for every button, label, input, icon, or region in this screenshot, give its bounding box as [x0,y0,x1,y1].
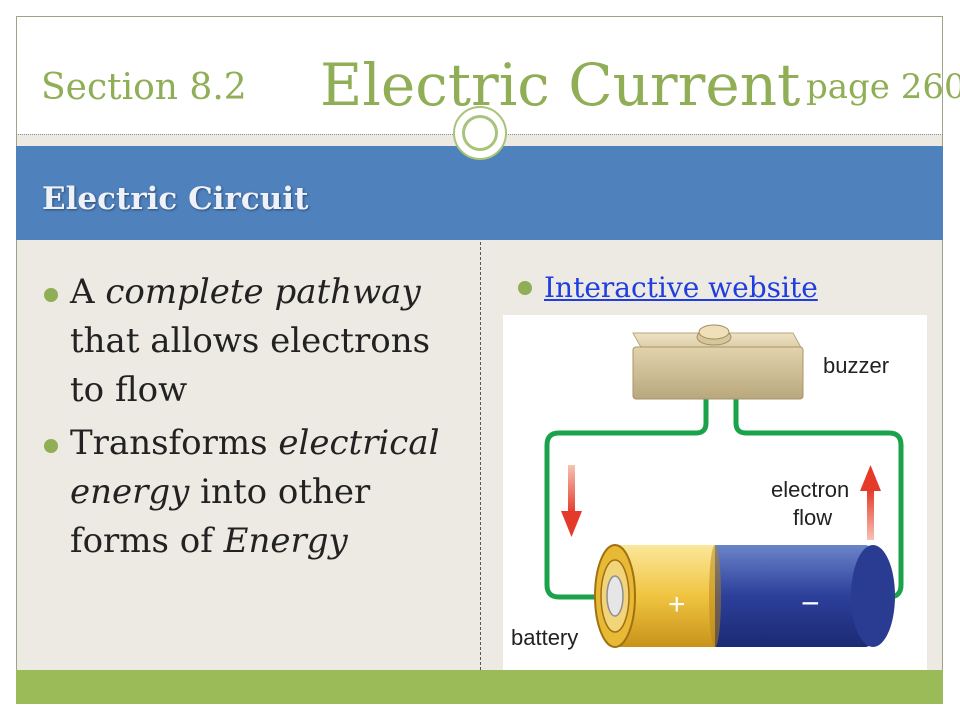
bullet-item-pathway: A complete pathway that allows electrons… [44,268,472,415]
battery-minus-label: − [801,585,820,621]
wire [733,397,904,600]
bullet-item-transforms: Transforms electrical energy into other … [44,419,472,566]
footer-band [16,670,943,704]
subtitle-band: Electric Circuit [16,146,943,240]
circle-ornament-icon [453,106,507,160]
interactive-website-link[interactable]: Interactive website [544,271,818,304]
circuit-svg: buzzer electron flow + − battery [511,324,904,650]
electron-flow-down-arrow-icon [561,465,582,537]
column-divider [480,242,481,670]
battery-label: battery [511,625,578,650]
electron-flow-label-line1: electron [771,477,849,502]
electron-flow-up-arrow-icon [860,465,881,540]
band-title: Electric Circuit [42,181,309,217]
page-reference: page 260 [806,67,960,107]
bullet-dot-icon [518,281,532,295]
bullet-text: Transforms electrical energy into other … [70,423,440,561]
right-bullet-list: Interactive website [518,268,818,308]
slide-title: Electric Current [320,51,801,119]
circuit-diagram: buzzer electron flow + − battery [503,315,927,690]
electron-flow-label-line2: flow [793,505,832,530]
section-label: Section 8.2 [41,67,247,108]
buzzer-icon [632,324,804,400]
bullet-item-link: Interactive website [518,268,818,308]
bullet-dot-icon [44,288,58,302]
wire [544,397,709,600]
bullet-dot-icon [44,439,58,453]
buzzer-label: buzzer [823,353,889,378]
battery-plus-label: + [668,588,686,621]
left-bullet-list: A complete pathway that allows electrons… [44,268,472,570]
bullet-text: A complete pathway that allows electrons… [70,272,431,410]
battery-icon [594,544,895,648]
